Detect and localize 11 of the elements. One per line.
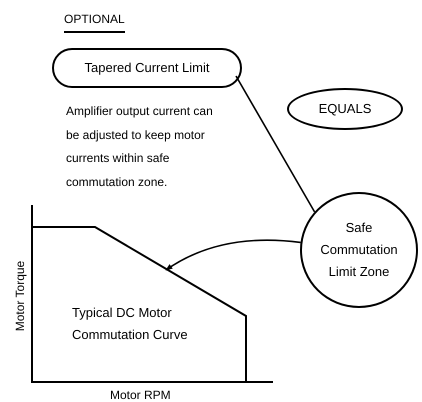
axis-label: Motor Torque: [12, 260, 28, 334]
ellipse: Safe Commutation Limit Zone: [300, 192, 418, 308]
axis-label: Motor RPM: [110, 387, 171, 402]
section-heading: OPTIONAL: [64, 10, 125, 33]
description-text: Amplifier output current can be adjusted to keep motor currents within safe commutation zone.: [66, 103, 214, 190]
curve-label: Typical DC Motor Commutation Curve: [72, 304, 189, 344]
ellipse: EQUALS: [287, 88, 403, 130]
arrow: [165, 239, 301, 271]
connector-line: [235, 76, 316, 212]
rounded-box: Tapered Current Limit: [52, 48, 242, 88]
commutation-curve: [32, 226, 247, 382]
